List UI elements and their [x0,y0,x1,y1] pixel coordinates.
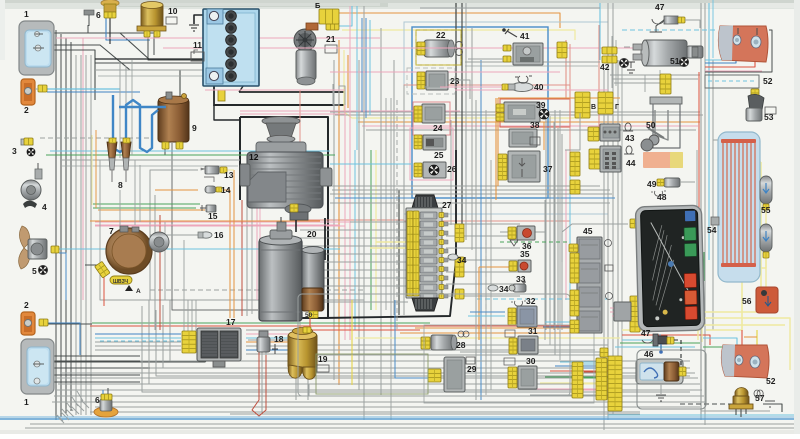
svg-text:32: 32 [526,296,536,306]
svg-text:46: 46 [644,349,654,359]
svg-text:40: 40 [534,82,544,92]
svg-text:9: 9 [192,123,197,133]
svg-text:13: 13 [224,170,234,180]
svg-text:28: 28 [456,340,466,350]
svg-text:55: 55 [761,205,771,215]
svg-text:33: 33 [516,274,526,284]
svg-text:37: 37 [543,164,553,174]
svg-text:43: 43 [625,133,635,143]
svg-text:29: 29 [467,364,477,374]
svg-text:22: 22 [436,30,446,40]
svg-text:47: 47 [641,328,651,338]
svg-text:1: 1 [24,9,29,19]
svg-text:26: 26 [447,164,457,174]
svg-text:34: 34 [499,284,509,294]
svg-text:51: 51 [670,56,680,66]
svg-text:48: 48 [657,192,667,202]
svg-text:6: 6 [96,10,101,20]
svg-text:3: 3 [12,146,17,156]
svg-text:35: 35 [520,249,530,259]
svg-text:47: 47 [655,2,665,12]
svg-text:4: 4 [42,202,47,212]
svg-text:5: 5 [32,266,37,276]
svg-text:45: 45 [583,226,593,236]
svg-text:57: 57 [755,393,765,403]
svg-text:2: 2 [24,300,29,310]
svg-text:56: 56 [742,296,752,306]
svg-text:25: 25 [434,150,444,160]
svg-text:7: 7 [109,226,114,236]
svg-text:ШВЗЧ: ШВЗЧ [113,279,129,285]
svg-text:12: 12 [249,152,259,162]
svg-text:34: 34 [457,255,467,265]
svg-text:50: 50 [305,312,313,319]
svg-text:44: 44 [626,158,636,168]
svg-text:8: 8 [118,180,123,190]
svg-text:6: 6 [95,395,100,405]
svg-text:31: 31 [528,326,538,336]
svg-text:11: 11 [193,40,202,50]
svg-text:38: 38 [530,120,540,130]
svg-text:15: 15 [208,211,218,221]
svg-text:A: A [136,288,141,295]
svg-text:24: 24 [433,123,443,133]
svg-text:42: 42 [600,62,610,72]
svg-text:1: 1 [24,397,29,407]
svg-text:52: 52 [766,376,776,386]
svg-text:20: 20 [307,229,317,239]
svg-text:36: 36 [522,241,532,251]
svg-text:52: 52 [763,76,773,86]
svg-text:Г: Г [615,104,619,111]
svg-text:27: 27 [442,200,452,210]
svg-text:54: 54 [707,225,717,235]
svg-text:50: 50 [646,120,656,130]
svg-text:10: 10 [168,6,178,16]
svg-text:В: В [591,104,596,111]
svg-text:23: 23 [450,76,460,86]
svg-text:41: 41 [520,31,530,41]
svg-text:39: 39 [536,100,546,110]
svg-text:53: 53 [764,112,774,122]
svg-text:Б: Б [315,1,321,10]
svg-text:21: 21 [326,34,336,44]
svg-text:19: 19 [318,354,328,364]
svg-text:16: 16 [214,230,224,240]
svg-text:18: 18 [274,334,284,344]
svg-text:2: 2 [24,105,29,115]
svg-text:14: 14 [221,185,231,195]
svg-text:30: 30 [526,356,536,366]
svg-text:17: 17 [226,317,236,327]
svg-text:49: 49 [647,179,657,189]
